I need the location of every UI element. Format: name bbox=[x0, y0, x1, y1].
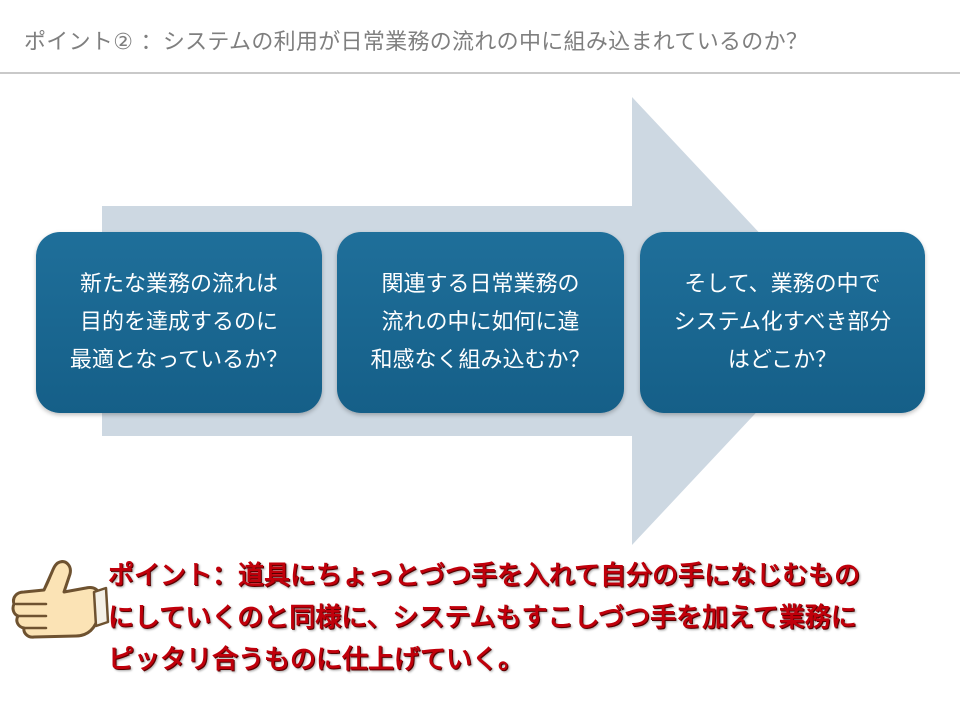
title-divider bbox=[0, 72, 960, 74]
slide-title: ポイント② ：システムの利用が日常業務の流れの中に組み込まれているのか？ bbox=[24, 30, 809, 55]
process-step-2-line-3: 和感なく組み込むか？ bbox=[370, 347, 591, 373]
process-step-1-line-1: 新たな業務の流れは bbox=[79, 271, 278, 297]
process-step-1-line-3: 最適となっているか？ bbox=[69, 347, 289, 373]
process-step-1-line-2: 目的を達成するのに bbox=[79, 309, 278, 335]
process-step-3: そして、業務の中で システム化すべき部分 はどこか？ bbox=[640, 232, 925, 413]
process-step-2-line-2: 流れの中に如何に違 bbox=[381, 309, 580, 335]
process-step-3-line-1: そして、業務の中で bbox=[684, 271, 881, 297]
process-step-1: 新たな業務の流れは 目的を達成するのに 最適となっているか？ bbox=[36, 232, 322, 413]
key-point-text: ポイント：道具にちょっとづつ手を入れて自分の手になじむもの にしていくのと同様に… bbox=[108, 555, 948, 681]
process-step-3-line-2: システム化すべき部分 bbox=[673, 309, 892, 335]
process-step-2-line-1: 関連する日常業務の bbox=[381, 271, 580, 297]
process-step-3-line-3: はどこか？ bbox=[727, 347, 838, 373]
key-point-line-1: ポイント：道具にちょっとづつ手を入れて自分の手になじむもの bbox=[108, 561, 861, 591]
key-point-line-2: にしていくのと同様に、システムもすこしづつ手を加えて業務に bbox=[108, 603, 857, 633]
thumbs-up-hand-icon bbox=[11, 560, 110, 639]
key-point-line-3: ピッタリ合うものに仕上げていく。 bbox=[108, 645, 525, 675]
process-step-2: 関連する日常業務の 流れの中に如何に違 和感なく組み込むか？ bbox=[337, 232, 624, 413]
